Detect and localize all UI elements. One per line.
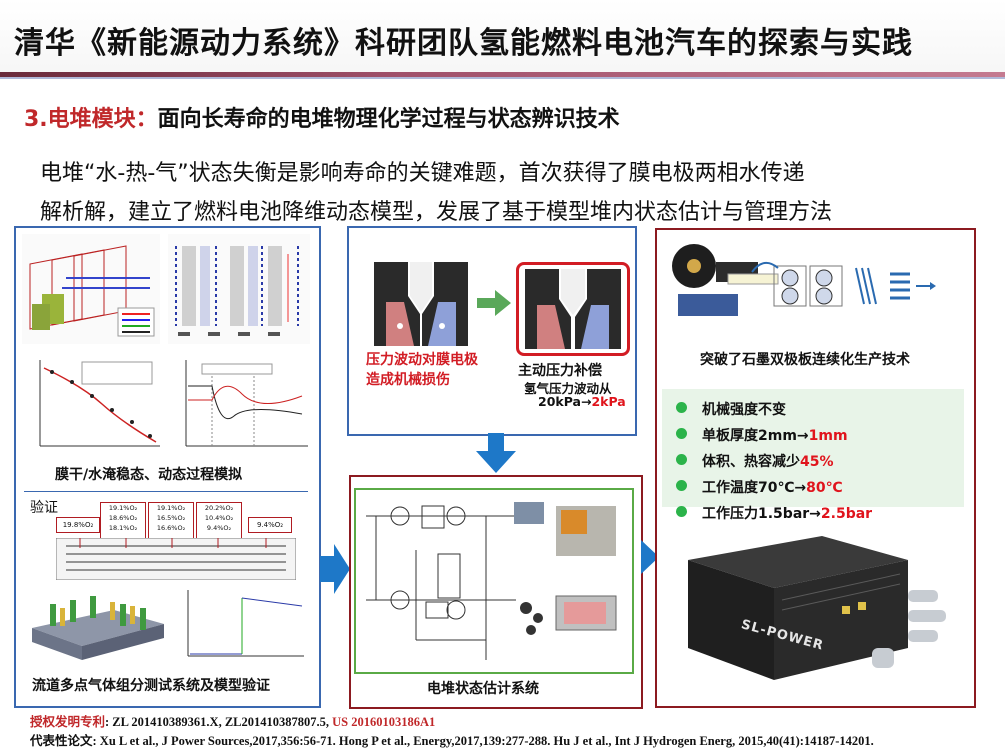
feature-item: 机械强度不变: [676, 399, 964, 419]
patent-line: 授权发明专利: ZL 201410389361.X, ZL20141038780…: [30, 713, 874, 732]
compensated-mea-frame: [516, 262, 630, 356]
o2-reading: 9.4%O₂: [206, 524, 232, 532]
feature-text: 工作压力1.5bar→: [702, 506, 821, 522]
damage-text: 压力波动对膜电极造成机械损伤: [366, 352, 478, 388]
section-heading: 3.电堆模块：面向长寿命的电堆物理化学过程与状态辨识技术: [24, 101, 620, 133]
bullet-dot-icon: [676, 402, 687, 413]
left-caption-top: 膜干/水淹稳态、动态过程模拟: [55, 467, 243, 483]
down-arrow-icon: [476, 433, 516, 473]
feature-item: 单板厚度2mm→1mm: [676, 425, 964, 445]
o2-reading: 19.8%O₂: [56, 517, 100, 533]
feature-highlight: 45%: [800, 454, 834, 470]
feature-text: 体积、热容减少: [702, 454, 800, 470]
middle-caption-bottom: 电堆状态估计系统: [427, 681, 539, 697]
validation-chart-figure: [176, 586, 308, 666]
bullet-dot-icon: [676, 428, 687, 439]
right-arrow-icon: [477, 290, 511, 316]
feature-highlight: 2.5bar: [820, 506, 873, 522]
o2-reading: 18.6%O₂: [108, 514, 138, 522]
dynamic-response-figure: [172, 356, 312, 460]
left-divider: [24, 491, 308, 492]
paper-line: 代表性论文: Xu L et al., J Power Sources,2017…: [30, 732, 874, 751]
o2-reading: 16.5%O₂: [156, 514, 186, 522]
patent-us: US 20160103186A1: [332, 715, 436, 729]
patent-text: : ZL 201410389361.X, ZL201410387807.5,: [105, 715, 333, 729]
patent-label: 授权发明专利: [30, 715, 106, 729]
o2-reading-group: 19.1%O₂ 16.5%O₂ 16.6%O₂: [148, 502, 194, 540]
feature-item: 工作压力1.5bar→2.5bar: [676, 503, 964, 523]
section-number: 3.电堆模块：: [24, 107, 158, 132]
cross-section-figure: [168, 234, 310, 344]
test-rig-figure: [32, 596, 164, 660]
mea-pressure-damage-figure: [374, 262, 468, 346]
bullet-dot-icon: [676, 454, 687, 465]
o2-reading: 18.1%O₂: [108, 524, 138, 532]
references: 授权发明专利: ZL 201410389361.X, ZL20141038780…: [30, 713, 874, 751]
right-caption-top: 突破了石墨双极板连续化生产技术: [700, 352, 910, 368]
feature-list: 机械强度不变 单板厚度2mm→1mm 体积、热容减少45% 工作温度70℃→80…: [676, 399, 964, 523]
bullet-dot-icon: [676, 480, 687, 491]
compensation-line-2: 20kPa→2kPa: [538, 394, 626, 409]
system-schematic: [366, 502, 617, 660]
o2-reading: 16.6%O₂: [156, 524, 186, 532]
o2-reading: 10.4%O₂: [204, 514, 234, 522]
verify-label: 验证: [30, 500, 58, 516]
feature-item: 体积、热容减少45%: [676, 451, 964, 471]
compensation-to: 2kPa: [591, 394, 626, 409]
compensation-from: 20kPa→: [538, 394, 592, 409]
right-arrow-icon: [320, 544, 350, 594]
stack-model-figure: [22, 234, 160, 344]
paper-label: 代表性论文: [30, 734, 93, 748]
feature-highlight: 80℃: [806, 480, 843, 496]
title-underline-thin: [0, 77, 1005, 79]
fuel-cell-product-figure: [688, 536, 946, 680]
feature-text: 机械强度不变: [702, 402, 786, 418]
estimation-system-diagram: [354, 488, 634, 674]
right-arrow-icon: [641, 540, 659, 574]
bullet-dot-icon: [676, 506, 687, 517]
intro-line-1: 电堆“水-热-气”状态失衡是影响寿命的关键难题，首次获得了膜电极两相水传递: [40, 161, 805, 186]
o2-reading: 19.1%O₂: [108, 504, 138, 512]
mea-compensated-figure: [525, 269, 621, 349]
feature-text: 工作温度70℃→: [702, 480, 807, 496]
section-title: 面向长寿命的电堆物理化学过程与状态辨识技术: [157, 107, 620, 132]
o2-reading: 19.1%O₂: [156, 504, 186, 512]
paper-text: : Xu L et al., J Power Sources,2017,356:…: [92, 734, 874, 748]
o2-reading-group: 19.1%O₂ 18.6%O₂ 18.1%O₂: [100, 502, 146, 540]
page-title: 清华《新能源动力系统》科研团队氢能燃料电池汽车的探索与实践: [14, 26, 913, 61]
graphite-plate-production-figure: [672, 244, 936, 316]
intro-line-2: 解析解，建立了燃料电池降维动态模型，发展了基于模型堆内状态估计与管理方法: [40, 200, 833, 225]
title-bar: 清华《新能源动力系统》科研团队氢能燃料电池汽车的探索与实践: [0, 0, 1005, 79]
compensation-title: 主动压力补偿: [518, 363, 602, 379]
o2-reading: 20.2%O₂: [204, 504, 234, 512]
o2-reading: 9.4%O₂: [248, 517, 292, 533]
title-underline: [0, 72, 1005, 77]
features-box: 机械强度不变 单板厚度2mm→1mm 体积、热容减少45% 工作温度70℃→80…: [662, 389, 964, 522]
feature-highlight: 1mm: [808, 428, 848, 444]
feature-text: 单板厚度2mm→: [702, 428, 809, 444]
flow-channel-figure: [56, 538, 296, 580]
compensation-line-1: 氢气压力波动从: [524, 381, 612, 396]
left-caption-bottom: 流道多点气体组分测试系统及模型验证: [32, 678, 270, 694]
o2-reading-group: 20.2%O₂ 10.4%O₂ 9.4%O₂: [196, 502, 242, 540]
polarization-curve-figure: [22, 356, 164, 460]
feature-item: 工作温度70℃→80℃: [676, 477, 964, 497]
